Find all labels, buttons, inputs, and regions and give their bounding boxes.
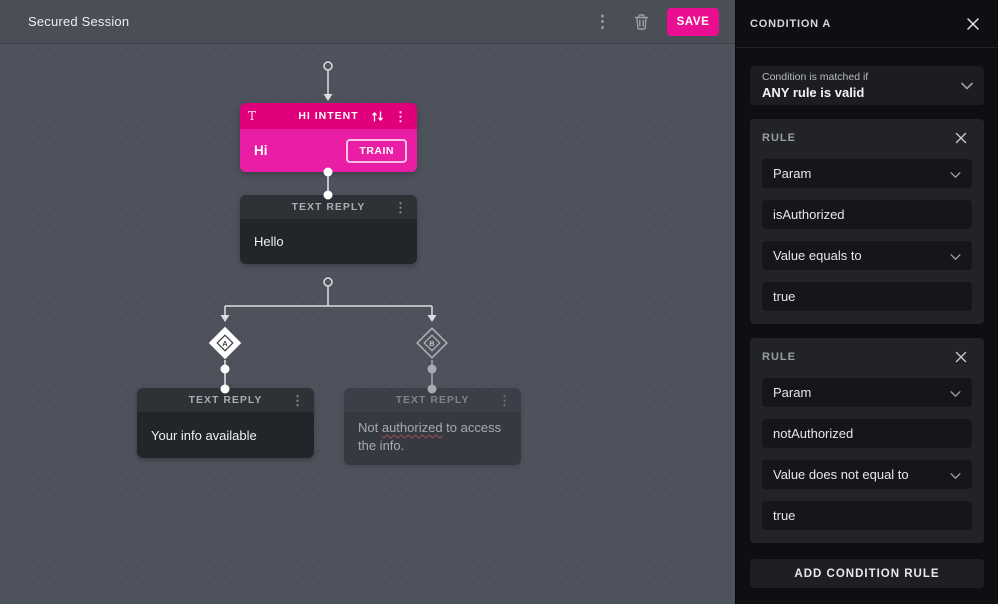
topbar-actions: ⋮ SAVE <box>590 7 719 36</box>
reply-node-text: Not authorized to access the info. <box>344 412 521 465</box>
match-mode-value: ANY rule is valid <box>762 85 865 100</box>
reply-node-kebab-icon[interactable]: ⋮ <box>498 392 511 408</box>
panel-close-icon[interactable] <box>962 13 984 35</box>
rule-remove-icon[interactable] <box>950 346 972 368</box>
chevron-down-icon <box>961 77 973 95</box>
rule1-operator-select[interactable]: Value equals to <box>762 241 972 270</box>
reply-text-part: to access the info. <box>358 420 502 454</box>
condition-node-b[interactable]: B <box>416 327 448 359</box>
rule2-param-type-select[interactable]: Param <box>762 378 972 407</box>
reply-node-header: TEXT REPLY ⋮ <box>240 195 417 219</box>
topbar: Secured Session ⋮ SAVE <box>0 0 735 44</box>
chevron-down-icon <box>950 248 961 263</box>
rule-card-2: RULE Param Value <box>750 338 984 543</box>
condition-panel-header: CONDITION A <box>736 0 998 48</box>
intent-node-kebab-icon[interactable]: ⋮ <box>394 108 407 124</box>
chevron-down-icon <box>950 385 961 400</box>
save-button[interactable]: SAVE <box>667 7 719 36</box>
reply-node-kebab-icon[interactable]: ⋮ <box>394 199 407 215</box>
page-title: Secured Session <box>28 14 130 29</box>
reply-node-kebab-icon[interactable]: ⋮ <box>291 392 304 408</box>
condition-panel: CONDITION A Condition is matched if ANY … <box>735 0 998 604</box>
intent-node-body: Hi TRAIN <box>240 129 417 172</box>
condition-panel-title: CONDITION A <box>750 17 832 30</box>
rule1-value-field <box>762 282 972 311</box>
delete-trash-icon[interactable] <box>629 10 653 34</box>
condition-panel-body: Condition is matched if ANY rule is vali… <box>736 48 998 588</box>
intent-node[interactable]: T HI INTENT ⋮ Hi TRAIN <box>240 103 417 172</box>
reply-text-misspelled: authorized <box>381 420 443 435</box>
reply-node-type-label: TEXT REPLY <box>188 394 263 406</box>
intent-flow-icon[interactable] <box>371 110 384 123</box>
rule1-value-input[interactable] <box>773 289 961 304</box>
rule-card-1: RULE Param Value <box>750 119 984 324</box>
reply-node-text: Hello <box>240 219 417 264</box>
chevron-down-icon <box>950 467 961 482</box>
condition-node-a[interactable]: A <box>208 326 242 360</box>
chevron-down-icon <box>950 166 961 181</box>
train-button[interactable]: TRAIN <box>346 138 407 163</box>
match-mode-label: Condition is matched if <box>762 71 869 83</box>
match-mode-select[interactable]: Condition is matched if ANY rule is vali… <box>750 66 984 105</box>
rule-header: RULE <box>762 338 972 366</box>
intent-type-icon: T <box>248 109 257 123</box>
intent-node-header: T HI INTENT ⋮ <box>240 103 417 129</box>
reply-node-type-label: TEXT REPLY <box>291 201 366 213</box>
topbar-kebab-menu-icon[interactable]: ⋮ <box>594 12 611 31</box>
reply-node-text: Your info available <box>137 412 314 458</box>
reply-text-part: Not <box>358 420 382 435</box>
intent-utterance: Hi <box>254 143 268 158</box>
reply-node-header: TEXT REPLY ⋮ <box>137 388 314 412</box>
rule-param-type-value: Param <box>773 385 812 400</box>
rule2-value-field <box>762 501 972 530</box>
rule2-param-name-field <box>762 419 972 448</box>
entry-connector <box>323 61 333 101</box>
rule2-param-name-input[interactable] <box>773 426 961 441</box>
rule2-operator-select[interactable]: Value does not equal to <box>762 460 972 489</box>
flow-canvas[interactable]: T HI INTENT ⋮ Hi TRAIN <box>0 44 735 604</box>
rule1-param-name-field <box>762 200 972 229</box>
rule-operator-value: Value equals to <box>773 248 862 263</box>
reply-node-header: TEXT REPLY ⋮ <box>344 388 521 412</box>
add-condition-rule-button[interactable]: ADD CONDITION RULE <box>750 559 984 588</box>
condition-split-connector <box>220 277 437 322</box>
reply-node-hello[interactable]: TEXT REPLY ⋮ Hello <box>240 195 417 264</box>
reply-node-type-label: TEXT REPLY <box>395 394 470 406</box>
rule-title: RULE <box>762 132 796 144</box>
condition-b-letter: B <box>429 339 435 348</box>
rule-operator-value: Value does not equal to <box>773 467 909 482</box>
rule1-param-name-input[interactable] <box>773 207 961 222</box>
rule1-param-type-select[interactable]: Param <box>762 159 972 188</box>
rule2-value-input[interactable] <box>773 508 961 523</box>
rule-param-type-value: Param <box>773 166 812 181</box>
rule-remove-icon[interactable] <box>950 127 972 149</box>
reply-node-branch-a[interactable]: TEXT REPLY ⋮ Your info available <box>137 388 314 458</box>
rule-title: RULE <box>762 351 796 363</box>
rule-header: RULE <box>762 119 972 147</box>
reply-node-branch-b[interactable]: TEXT REPLY ⋮ Not authorized to access th… <box>344 388 521 465</box>
condition-a-letter: A <box>222 339 228 348</box>
